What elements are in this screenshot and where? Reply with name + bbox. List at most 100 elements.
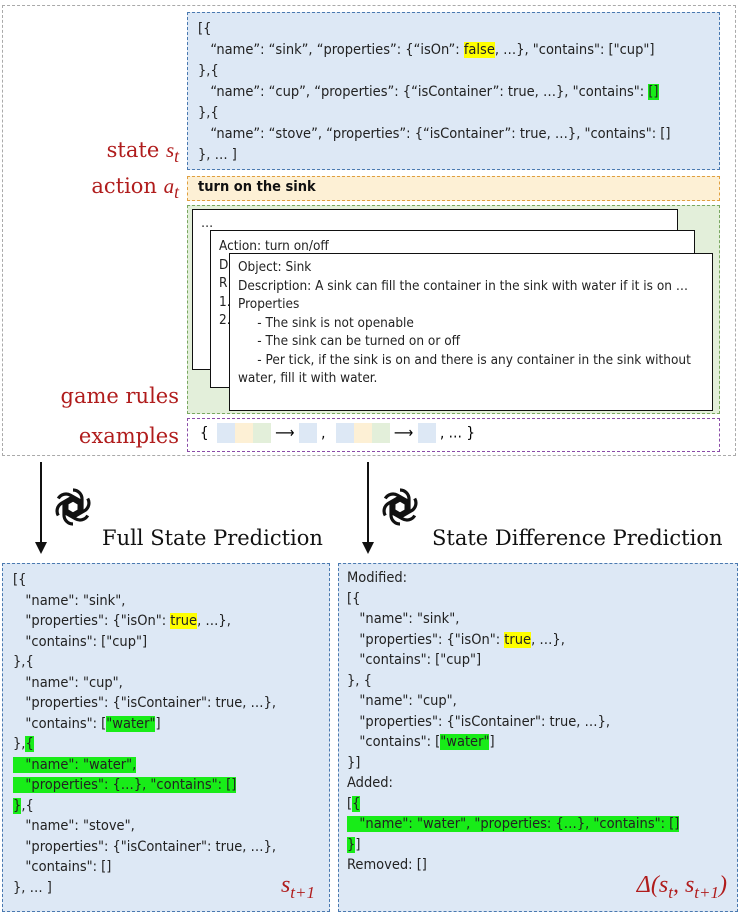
code-line: "properties": {"isContainer": true, …}, (13, 837, 329, 858)
code-line: },{ (198, 61, 719, 82)
code-line: },{ (13, 652, 329, 673)
code-line: Added: (347, 773, 737, 794)
state-code: [{ “name”: “sink”, “properties”: {“isOn”… (198, 19, 719, 166)
highlighted-token: { (352, 795, 361, 812)
code-token: "contains": [ (13, 715, 107, 732)
code-token: “name”: “stove”, “properties”: {“isConta… (198, 126, 671, 142)
code-line: [{ (347, 794, 737, 815)
code-token: [{ (13, 572, 27, 588)
code-line: }, … ] (198, 145, 719, 166)
full-state-title: Full State Prediction (102, 526, 323, 550)
code-token: , …}, (197, 613, 231, 629)
code-token: }, { (347, 672, 372, 689)
code-line: "name": "sink", (13, 591, 329, 612)
code-token: "contains": [ (347, 734, 441, 750)
code-line: "properties": {"isContainer": true, …}, (347, 712, 737, 733)
code-token: "name": "cup", (13, 674, 123, 691)
code-line: "contains": [] (13, 857, 329, 878)
example-state (216, 423, 235, 443)
examples-close: , … } (439, 423, 475, 442)
example-action (353, 423, 372, 443)
highlighted-token: } (347, 836, 356, 853)
state-diff-title: State Difference Prediction (432, 526, 723, 550)
input-panel (2, 5, 736, 456)
state-label: state st (106, 138, 179, 167)
highlighted-token: { (25, 736, 34, 752)
example-next-state (417, 423, 436, 443)
code-token: "properties": {"isOn": (347, 631, 505, 648)
arrow-right-icon: ⟶ (394, 423, 414, 442)
code-token: "name": "sink", (347, 611, 460, 627)
example-state (335, 423, 354, 443)
highlighted-token: false (463, 42, 495, 58)
arrow-down-icon (36, 462, 46, 554)
code-line: Removed: [] (347, 855, 737, 876)
examples-open: { (200, 423, 209, 442)
code-line: “name”: “cup”, “properties”: {“isContain… (198, 82, 719, 103)
highlighted-token: "water" (106, 715, 156, 732)
code-line: "name": "water", (13, 755, 329, 776)
code-token: , …}, "contains": ["cup"] (494, 42, 655, 58)
examples-box: { ⟶ , ⟶ , … } (187, 418, 720, 452)
code-token: "contains": ["cup"] (13, 633, 148, 650)
code-token: Modified: (347, 570, 408, 586)
code-token: ] (355, 836, 361, 853)
code-line: "name": "stove", (13, 816, 329, 837)
code-token: "name": "stove", (13, 818, 135, 834)
code-token: },{ (198, 63, 219, 79)
code-line: "properties": {"isOn": true, …}, (347, 630, 737, 651)
highlighted-token: [] (648, 84, 659, 100)
code-line: "name": "cup", (13, 673, 329, 694)
code-line: “name”: “sink”, “properties”: {“isOn”: f… (198, 40, 719, 61)
code-token: },{ (13, 654, 34, 670)
code-token: “name”: “cup”, “properties”: {“isContain… (198, 84, 649, 100)
openai-logo-icon (379, 488, 421, 526)
highlighted-token: true (504, 631, 532, 648)
highlighted-token: true (170, 613, 198, 629)
state-diff-code: Modified: [{ "name": "sink", "properties"… (347, 568, 737, 876)
openai-logo-icon (52, 488, 94, 526)
full-state-code: [{ "name": "sink", "properties": {"isOn"… (13, 570, 329, 898)
code-line: "properties": {…}, "contains": [] (13, 775, 329, 796)
code-token: , …}, (531, 631, 565, 648)
code-token: Added: (347, 775, 393, 791)
code-token: "properties": {"isOn": (13, 613, 171, 629)
code-token: }, (13, 736, 26, 752)
code-line: [{ (13, 570, 329, 591)
code-line: "contains": ["water"] (347, 732, 737, 753)
state-box: [{ “name”: “sink”, “properties”: {“isOn”… (187, 12, 720, 170)
code-token: [ (347, 795, 353, 812)
code-token: "properties": {"isContainer": true, …}, (347, 713, 611, 730)
action-box: turn on the sink (187, 176, 720, 201)
code-line: }, … ] (13, 878, 329, 899)
full-state-box: [{ "name": "sink", "properties": {"isOn"… (2, 563, 330, 912)
highlighted-token: } (13, 797, 22, 814)
code-token: “name”: “sink”, “properties”: {“isOn”: (198, 42, 464, 58)
code-line: "properties": {"isOn": true, …}, (13, 611, 329, 632)
code-token: },{ (198, 105, 219, 121)
code-token: ] (489, 734, 495, 750)
example-rules (252, 423, 271, 443)
code-token: "properties": {"isContainer": true, …}, (13, 838, 277, 855)
highlighted-token: "properties": {…}, "contains": [] (13, 777, 237, 793)
code-token: }, … ] (13, 879, 52, 896)
code-token: "contains": [] (13, 859, 112, 875)
highlighted-token: "water" (440, 734, 490, 750)
example-next-state (298, 423, 317, 443)
state-diff-box: Modified: [{ "name": "sink", "properties"… (338, 563, 738, 912)
code-line: "contains": ["cup"] (347, 650, 737, 671)
code-line: "contains": ["water"] (13, 714, 329, 735)
next-state-symbol: st+1 (280, 872, 315, 902)
state-diff-symbol: Δ(st, st+1) (636, 872, 727, 902)
code-line: "name": "cup", (347, 691, 737, 712)
example-rules (371, 423, 390, 443)
code-line: },{ (13, 734, 329, 755)
code-token: [{ (198, 21, 212, 37)
code-line: }] (347, 835, 737, 856)
code-line: “name”: “stove”, “properties”: {“isConta… (198, 124, 719, 145)
examples-label: examples (78, 424, 179, 448)
code-line: "name": "sink", (347, 609, 737, 630)
code-token: ,{ (21, 797, 34, 814)
code-token: }, … ] (198, 147, 237, 163)
highlighted-token: "name": "water", (13, 756, 137, 773)
